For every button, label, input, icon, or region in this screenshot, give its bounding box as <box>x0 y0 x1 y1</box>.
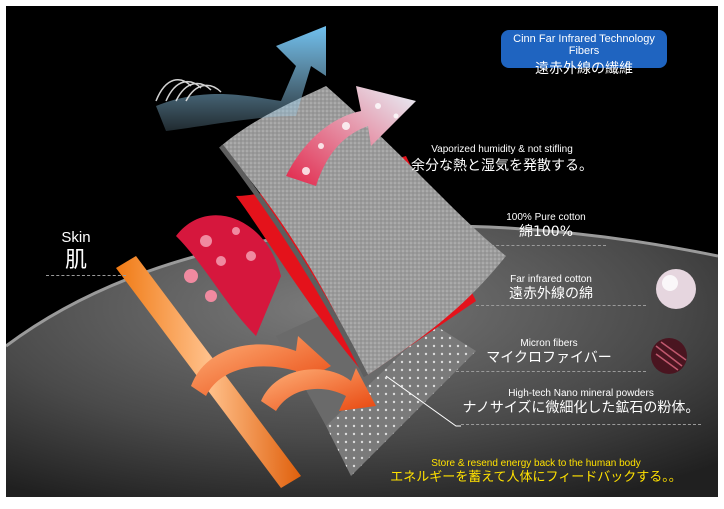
micron-label-en: Micron fibers <box>520 338 578 349</box>
nano-leader-line <box>461 424 701 425</box>
title-badge: Cinn Far Infrared Technology Fibers 遠赤外線… <box>501 30 667 77</box>
vapor-label-en: Vaporized humidity & not stifling <box>431 144 573 155</box>
infographic: Cinn Far Infrared Technology Fibers 遠赤外線… <box>6 6 718 497</box>
nano-label-en: High-tech Nano mineral powders <box>508 388 654 399</box>
cotton-label: 100% Pure cotton 綿100% <box>496 212 596 240</box>
nano-label-jp: ナノサイズに微細化した鉱石の粉体。 <box>462 399 700 416</box>
store-label: Store & resend energy back to the human … <box>366 458 706 485</box>
micron-leader-line <box>456 371 646 372</box>
title-jp: 遠赤外線の繊維 <box>535 61 633 77</box>
cotton-label-jp: 綿100% <box>518 223 574 240</box>
far-infrared-label: Far infrared cotton 遠赤外線の綿 <box>496 274 606 302</box>
far-infrared-label-jp: 遠赤外線の綿 <box>509 285 593 302</box>
vapor-label: Vaporized humidity & not stifling 余分な熱と湿… <box>411 144 593 174</box>
nano-label: High-tech Nano mineral powders ナノサイズに微細化… <box>461 388 701 416</box>
micron-label: Micron fibers マイクロファイバー <box>484 338 614 366</box>
store-label-jp: エネルギーを蓄えて人体にフィードバックする。。 <box>390 469 682 485</box>
far-infrared-leader-line <box>476 305 646 306</box>
title-en: Cinn Far Infrared Technology Fibers <box>513 33 655 57</box>
skin-label-en: Skin <box>61 229 91 246</box>
skin-label: Skin 肌 <box>51 229 101 274</box>
far-infrared-label-en: Far infrared cotton <box>510 274 592 285</box>
vapor-label-jp: 余分な熱と湿気を発散する。 <box>411 157 593 174</box>
fabric-layers-illustration <box>6 26 718 497</box>
skin-label-jp: 肌 <box>64 248 87 274</box>
cotton-leader-line <box>486 245 606 246</box>
skin-leader-line <box>46 275 126 276</box>
cotton-label-en: 100% Pure cotton <box>506 212 586 223</box>
micron-label-jp: マイクロファイバー <box>486 349 612 366</box>
store-label-en: Store & resend energy back to the human … <box>431 458 641 469</box>
